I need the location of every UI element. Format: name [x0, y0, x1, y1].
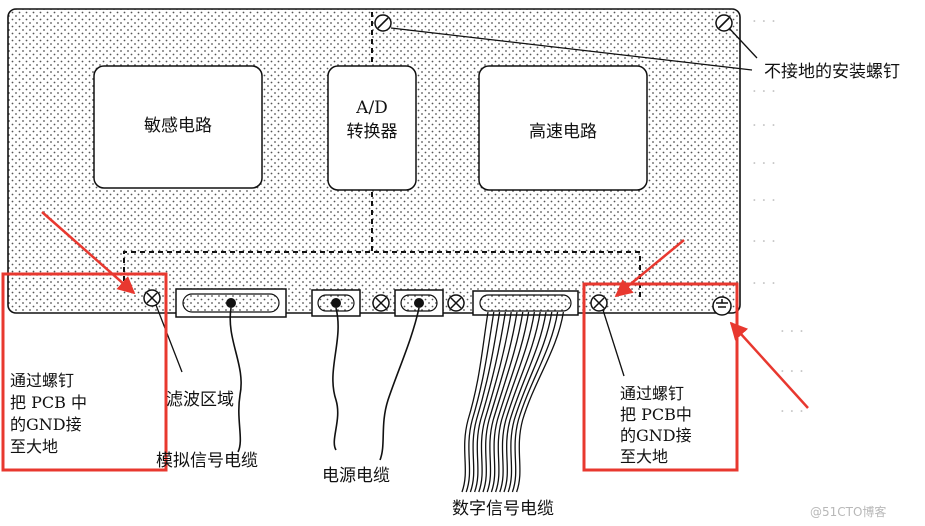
digital-connector-icon	[472, 290, 579, 316]
screw-icon	[715, 14, 733, 32]
sensitive-circuit-label: 敏感电路	[144, 116, 212, 136]
filter-area-label: 滤波区域	[166, 390, 234, 410]
ground-note-right-line: 通过螺钉	[620, 384, 684, 403]
svg-text:· · ·: · · ·	[752, 274, 776, 292]
ribbon-wire	[478, 311, 512, 493]
digital-ribbon-cable	[461, 311, 565, 493]
ribbon-wire	[511, 311, 559, 493]
ribbon-wire	[507, 311, 553, 493]
ribbon-wire	[473, 311, 507, 493]
background-texture: · · · · · · · · · · · · · · · · · · · · …	[752, 12, 804, 420]
ribbon-wire	[482, 311, 518, 493]
ungrounded-screw-label: 不接地的安装螺钉	[764, 62, 900, 82]
ground-note-left-line: 把 PCB 中	[10, 393, 87, 412]
ribbon-wire	[499, 311, 541, 493]
svg-text:· · ·: · · ·	[752, 82, 776, 100]
ribbon-wire	[515, 311, 565, 493]
leader-lines	[155, 27, 758, 377]
ground-note-left-line: 的GND接	[10, 415, 82, 434]
ground-note-right-line: 的GND接	[620, 426, 692, 445]
ribbon-wire	[469, 311, 501, 493]
ground-note-left-line: 通过螺钉	[10, 371, 74, 390]
ground-note-right: 通过螺钉 把 PCB中 的GND接 至大地	[620, 384, 692, 466]
red-arrows	[41, 211, 809, 409]
svg-text:· · ·: · · ·	[752, 116, 776, 134]
ribbon-wire	[503, 311, 547, 493]
block-ad-converter: A/D 转换器	[327, 65, 417, 191]
ground-screw-icon	[712, 296, 732, 316]
ground-note-left: 通过螺钉 把 PCB 中 的GND接 至大地	[10, 371, 87, 456]
screw-icon	[447, 294, 465, 312]
ribbon-wire	[461, 311, 489, 493]
svg-text:· · ·: · · ·	[780, 402, 804, 420]
power-cable-label: 电源电缆	[322, 466, 390, 486]
ad-converter-label-line2: 转换器	[347, 122, 398, 142]
power-connector-icon	[311, 289, 361, 317]
block-sensitive-circuit: 敏感电路	[93, 65, 263, 189]
ground-note-left-line: 至大地	[10, 437, 58, 456]
screw-icon	[372, 294, 390, 312]
svg-text:· · ·: · · ·	[752, 191, 776, 209]
svg-text:· · ·: · · ·	[752, 232, 776, 250]
ad-converter-label-line1: A/D	[355, 98, 388, 118]
ground-note-right-line: 把 PCB中	[620, 405, 692, 424]
svg-text:· · ·: · · ·	[780, 322, 804, 340]
ribbon-wire	[486, 311, 524, 493]
digital-cable-label: 数字信号电缆	[452, 499, 554, 519]
highlight-box-right	[582, 282, 739, 472]
ground-screw-icon	[143, 289, 161, 307]
svg-text:· · ·: · · ·	[752, 12, 776, 30]
block-highspeed-circuit: 高速电路	[478, 65, 648, 191]
highlight-box-left	[1, 272, 168, 472]
ground-screw-icon	[590, 294, 608, 312]
svg-text:· · ·: · · ·	[780, 362, 804, 380]
analog-cable-label: 模拟信号电缆	[156, 451, 258, 471]
ground-note-right-line: 至大地	[620, 447, 668, 466]
ribbon-wire	[494, 311, 536, 493]
power-connector-icon	[394, 289, 444, 317]
watermark: @51CTO博客	[810, 504, 886, 519]
ribbon-wire	[465, 311, 495, 493]
screw-icon	[374, 14, 392, 32]
highspeed-circuit-label: 高速电路	[529, 122, 597, 142]
ribbon-wire	[490, 311, 530, 493]
cables	[229, 307, 420, 461]
svg-text:· · ·: · · ·	[752, 154, 776, 172]
